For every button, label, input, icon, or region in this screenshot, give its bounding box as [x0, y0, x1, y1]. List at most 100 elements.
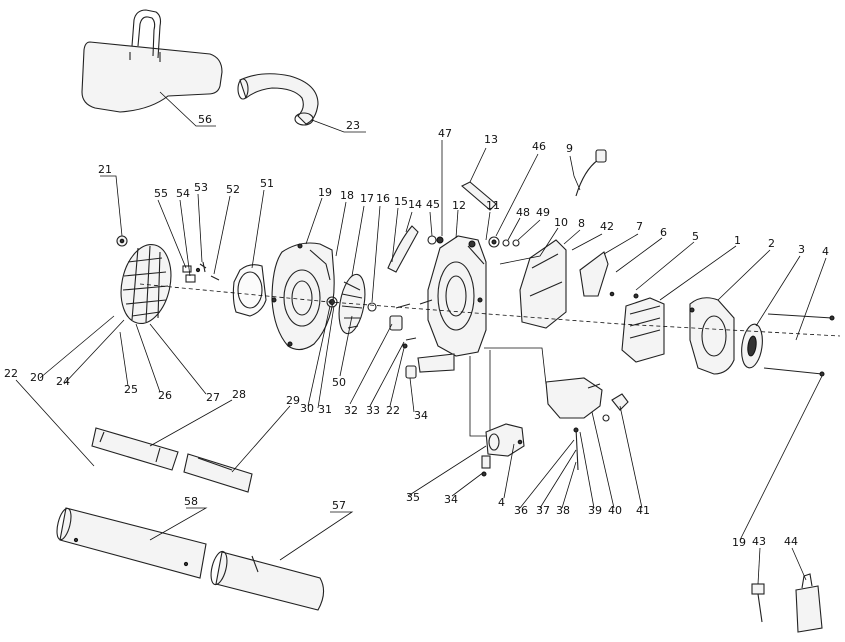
part-number-39: 39	[588, 504, 602, 517]
callout-53: 53	[194, 181, 208, 263]
throttle-lever-drawing	[461, 181, 497, 211]
part-number-25: 25	[124, 383, 138, 396]
callout-9: 9	[566, 142, 581, 191]
part-number-23: 23	[346, 119, 360, 132]
callout-13: 13	[469, 133, 498, 183]
part-number-46: 46	[532, 140, 546, 153]
part-number-57: 57	[332, 499, 346, 512]
callout-52: 52	[213, 183, 240, 275]
part-number-10: 10	[554, 216, 568, 229]
part-number-43: 43	[752, 535, 766, 548]
starter-housing-drawing	[689, 297, 735, 375]
engine-block-drawing	[621, 293, 665, 363]
callout-22-mid: 22	[386, 347, 405, 417]
callout-30: 30	[300, 305, 331, 415]
long-screws-drawing	[763, 313, 835, 377]
part-number-52: 52	[226, 183, 240, 196]
part-number-50: 50	[332, 376, 346, 389]
part-number-49: 49	[536, 206, 550, 219]
part-number-21: 21	[98, 163, 112, 176]
callout-38: 38	[556, 461, 577, 517]
part-number-51: 51	[260, 177, 274, 190]
callout-20: 20	[30, 315, 115, 384]
callout-23: 23	[311, 119, 366, 133]
part-number-3: 3	[798, 243, 805, 256]
callout-36: 36	[514, 439, 575, 517]
part-number-7: 7	[636, 220, 643, 233]
part-number-31: 31	[318, 403, 332, 416]
part-number-42: 42	[600, 220, 614, 233]
small-screws-drawing	[182, 261, 220, 283]
callout-31: 31	[317, 305, 335, 416]
carburetor-connector	[469, 350, 491, 437]
fuel-cap-drawing	[602, 393, 629, 422]
callout-48: 48	[507, 206, 530, 241]
part-number-19-top: 19	[318, 186, 332, 199]
spark-plug-wire-drawing	[575, 149, 607, 197]
part-number-5: 5	[692, 230, 699, 243]
callout-42: 42	[571, 220, 614, 251]
part-number-36: 36	[514, 504, 528, 517]
part-number-2: 2	[768, 237, 775, 250]
part-number-14: 14	[408, 198, 422, 211]
gasket-drawing	[232, 264, 267, 317]
vacuum-tube-drawing	[210, 550, 325, 611]
part-number-40: 40	[608, 504, 622, 517]
callout-56: 56	[159, 91, 216, 127]
carburetor-bolts-drawing	[517, 427, 579, 471]
part-number-1: 1	[734, 234, 741, 247]
elbow-tube-drawing	[237, 73, 319, 126]
part-number-24: 24	[56, 375, 70, 388]
nozzle-left-drawing	[91, 427, 179, 471]
strip-gasket-drawing	[387, 225, 419, 273]
callout-5: 5	[635, 230, 699, 291]
callout-32: 32	[344, 323, 393, 417]
part-number-41: 41	[636, 504, 650, 517]
part-number-37: 37	[536, 504, 550, 517]
callout-8: 8	[563, 217, 585, 245]
callout-41: 41	[619, 405, 650, 517]
part-number-4-low: 4	[498, 496, 505, 509]
callout-27: 27	[149, 323, 220, 404]
callout-24: 24	[56, 319, 125, 388]
callout-10: 10	[499, 216, 568, 265]
engine-frame-drawing	[419, 235, 487, 357]
callout-39: 39	[579, 431, 602, 517]
part-number-34-low: 34	[444, 493, 458, 506]
part-number-32: 32	[344, 404, 358, 417]
side-cover-drawing	[519, 239, 567, 329]
oil-bottle-drawing	[795, 573, 823, 633]
part-number-27: 27	[206, 391, 220, 404]
callout-19-bottom: 19	[732, 375, 823, 549]
part-number-16: 16	[376, 192, 390, 205]
callout-7: 7	[603, 220, 643, 255]
callout-3: 3	[755, 243, 805, 327]
part-number-17: 17	[360, 192, 374, 205]
callout-12: 12	[452, 199, 466, 239]
assembly-axis	[139, 283, 841, 337]
callout-45: 45	[426, 198, 440, 237]
part-number-35: 35	[406, 491, 420, 504]
part-number-26: 26	[158, 389, 172, 402]
callout-22-left: 22	[4, 367, 95, 467]
part-number-18: 18	[340, 189, 354, 202]
callout-50: 50	[332, 315, 353, 389]
part-number-34-mid: 34	[414, 409, 428, 422]
callout-6: 6	[615, 226, 667, 273]
callout-4-top: 4	[795, 245, 829, 341]
callout-35: 35	[406, 445, 487, 504]
callout-37: 37	[536, 449, 577, 517]
callout-19-top: 19	[305, 186, 332, 245]
bracket-drawing	[579, 251, 615, 297]
callout-49: 49	[517, 206, 550, 241]
switch-block-drawing	[405, 353, 455, 379]
part-number-13: 13	[484, 133, 498, 146]
callout-16: 16	[371, 192, 390, 303]
callout-33: 33	[366, 341, 405, 417]
part-number-53: 53	[194, 181, 208, 194]
tank-connector	[484, 347, 547, 385]
callout-26: 26	[135, 323, 172, 402]
callout-58: 58	[149, 495, 208, 541]
callout-4-low: 4	[498, 443, 515, 509]
callout-34-low: 34	[444, 471, 485, 506]
